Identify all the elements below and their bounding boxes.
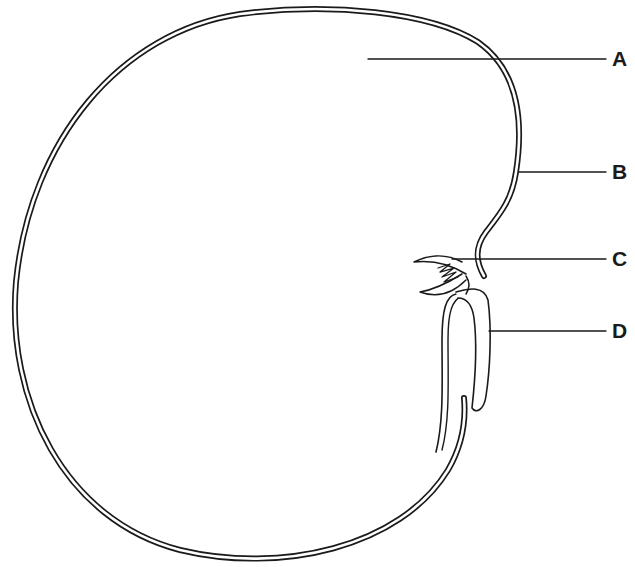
leader-line (452, 258, 606, 259)
cotyledon-edge (442, 296, 462, 450)
leader-line (519, 171, 606, 172)
leader-line (368, 58, 606, 59)
seed-coat (15, 9, 519, 559)
seed-coat-inner (15, 9, 519, 559)
part-letter: D (612, 319, 627, 343)
radicle (456, 289, 490, 411)
part-letter: B (612, 160, 627, 184)
part-letter: A (612, 47, 627, 71)
plumule-folds (438, 264, 458, 282)
plumule-stalk (466, 276, 469, 294)
part-letter: C (612, 247, 627, 271)
leader-line (489, 330, 606, 331)
